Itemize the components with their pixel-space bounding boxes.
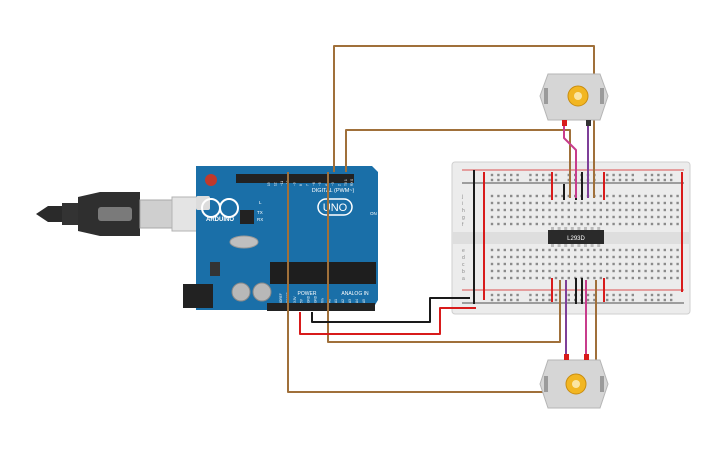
- row-letter: g: [462, 215, 465, 221]
- row-letter: j: [461, 194, 463, 200]
- power-pin-label: 5V: [300, 298, 304, 303]
- digital-pin-label: 13: [267, 182, 271, 186]
- arduino-logo-text: ARDUINO: [206, 217, 234, 223]
- power-analog-header: [267, 303, 375, 311]
- digital-pin-label: ~11: [280, 181, 284, 186]
- digital-pin-label: 4: [325, 184, 329, 186]
- arduino-uno-board: ARDUINO UNO DIGITAL (PWM~) POWER ANALOG …: [183, 166, 378, 311]
- digital-pin-label: 8: [299, 184, 303, 186]
- digital-header: [236, 174, 354, 183]
- capacitor-2: [252, 282, 272, 302]
- row-letter: h: [462, 208, 465, 214]
- row-letter: e: [462, 248, 465, 254]
- power-pin-label: A5: [362, 299, 366, 303]
- rx-label: RX: [257, 217, 263, 222]
- board-brand: UNO: [323, 202, 348, 214]
- power-pin-label: GND: [307, 295, 311, 303]
- digital-pin-label: ~3: [331, 182, 335, 186]
- crystal: [229, 235, 259, 249]
- power-pin-label: A1: [334, 299, 338, 303]
- wire-pink-motor-top: [563, 124, 577, 198]
- power-pin-label: GND: [314, 295, 318, 303]
- tx-label: TX: [257, 210, 263, 215]
- chip-label: L293D: [567, 236, 585, 242]
- row-letter: i: [462, 201, 463, 207]
- row-letter: a: [462, 276, 465, 282]
- digital-pin-label: ~9: [293, 182, 297, 186]
- digital-label: DIGITAL (PWM~): [312, 188, 355, 194]
- digital-pin-label: ~5: [318, 182, 322, 186]
- power-pin-label: A2: [341, 299, 345, 303]
- l-label: L: [259, 200, 262, 205]
- dc-motor-icon: [539, 73, 609, 126]
- usb-cable: [36, 192, 203, 236]
- atmega-chip: [270, 262, 376, 284]
- wire-red-5v: [299, 307, 476, 335]
- wire-brown-2: [345, 129, 571, 198]
- power-pin-label: A0: [327, 299, 331, 303]
- power-pin-label: Vin: [320, 298, 324, 303]
- on-label: ON: [370, 211, 377, 216]
- digital-pin-label: 7: [305, 184, 309, 186]
- row-letter: c: [462, 262, 465, 268]
- reset-button: [205, 174, 217, 186]
- digital-pin-label: RX 0: [350, 179, 354, 186]
- capacitor-1: [231, 282, 251, 302]
- dc-motor-icon: [539, 354, 609, 409]
- row-letter: b: [462, 269, 465, 275]
- power-pin-label: 3.3V: [293, 296, 297, 303]
- wire-brown-3: [287, 172, 597, 393]
- row-letter: d: [462, 255, 465, 261]
- digital-pin-label: 12: [273, 182, 277, 186]
- wires: [287, 45, 683, 393]
- analog-label: ANALOG IN: [341, 291, 369, 297]
- power-label: POWER: [298, 291, 317, 297]
- power-pin-label: A4: [355, 299, 359, 303]
- digital-pin-label: 2: [337, 184, 341, 186]
- chip-pins: [551, 227, 601, 247]
- wire-brown-4: [327, 172, 561, 343]
- l293d-chip: L293D: [548, 227, 604, 247]
- digital-pin-label: ~6: [312, 182, 316, 186]
- dc-jack: [183, 284, 213, 308]
- row-letter: f: [462, 222, 464, 228]
- wire-black-gnd: [311, 297, 470, 323]
- wire-brown-1: [333, 45, 595, 198]
- digital-pin-label: TX 1: [344, 179, 348, 186]
- power-pin-label: A3: [348, 299, 352, 303]
- power-pin-label: IOREF: [279, 293, 283, 303]
